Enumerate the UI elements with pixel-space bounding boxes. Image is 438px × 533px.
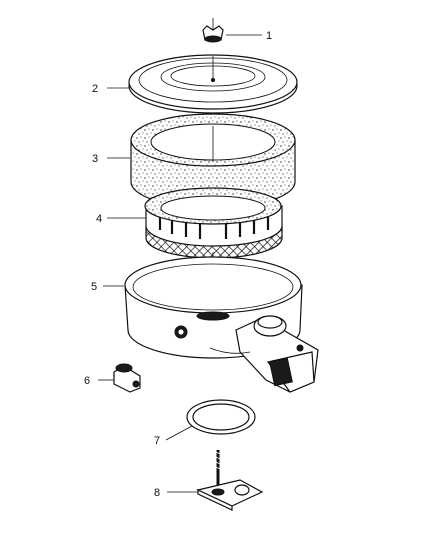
foam-filter-part	[130, 113, 296, 209]
leader-7	[165, 425, 193, 441]
callout-5: 5	[91, 281, 97, 293]
air-cleaner-cover-part	[128, 54, 298, 114]
air-cleaner-housing-part	[124, 256, 319, 393]
fitting-part	[113, 363, 141, 393]
wing-nut-part	[202, 18, 224, 43]
callout-4: 4	[96, 213, 102, 225]
callout-3: 3	[92, 153, 98, 165]
callout-labels: 1 2 3 4 5 6 7 8	[84, 30, 272, 499]
callout-6: 6	[84, 375, 90, 387]
callout-2: 2	[92, 83, 98, 95]
callout-7: 7	[154, 435, 160, 447]
gasket-part	[186, 399, 256, 435]
stud-bracket-part	[196, 450, 264, 511]
callout-1: 1	[266, 30, 272, 42]
callout-8: 8	[154, 487, 160, 499]
leader-lines	[98, 34, 262, 493]
filter-element-part	[144, 187, 283, 259]
